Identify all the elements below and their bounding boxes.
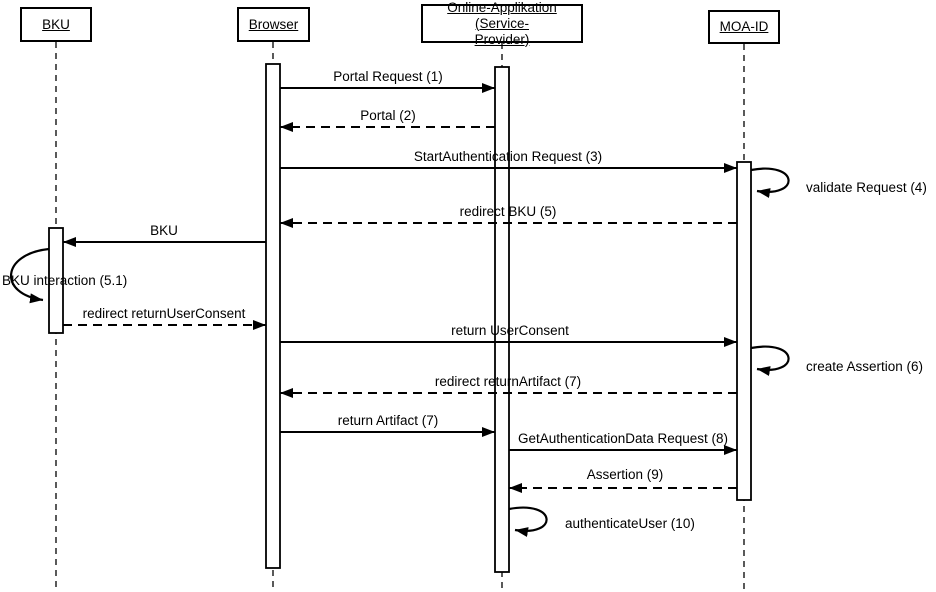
actor-label-bku: BKU bbox=[42, 16, 70, 32]
self-loops bbox=[10, 167, 790, 537]
actor-box-online-app: Online-Applikation (Service- Provider) bbox=[421, 0, 583, 47]
actor-label-online-app: Online-Applikation (Service- Provider) bbox=[447, 0, 557, 47]
activation-bar-online-app bbox=[494, 66, 510, 573]
loop-bku-interaction bbox=[10, 247, 50, 304]
message-label-bku: BKU bbox=[150, 223, 178, 238]
actor-label-browser: Browser bbox=[248, 16, 299, 32]
actor-box-moa-id: MOA-ID bbox=[708, 10, 780, 44]
message-label-assertion-return: Assertion (9) bbox=[586, 467, 664, 482]
message-label-return-userconsent: return UserConsent bbox=[451, 323, 569, 338]
activation-bar-bku bbox=[48, 227, 64, 334]
actor-box-browser: Browser bbox=[237, 7, 310, 42]
message-label-redirect-bku: redirect BKU (5) bbox=[459, 204, 557, 219]
message-label-getauthenticationdata: GetAuthenticationData Request (8) bbox=[517, 431, 729, 446]
message-label-validate-request: validate Request (4) bbox=[806, 180, 927, 195]
activation-bar-browser bbox=[265, 63, 281, 569]
message-label-redirect-returnuserconsent: redirect returnUserConsent bbox=[82, 306, 246, 321]
message-label-authenticateuser: authenticateUser (10) bbox=[565, 516, 695, 531]
message-label-return-artifact: return Artifact (7) bbox=[337, 413, 439, 428]
loop-validate-request bbox=[750, 167, 790, 198]
message-label-create-assertion: create Assertion (6) bbox=[806, 359, 924, 374]
message-label-portal-return: Portal (2) bbox=[360, 108, 416, 123]
message-label-bku-interaction: BKU interaction (5.1) bbox=[2, 273, 128, 288]
solid-arrows bbox=[63, 83, 737, 455]
activation-bar-moa-id bbox=[736, 161, 752, 501]
dashed-arrows bbox=[63, 122, 737, 493]
message-label-startauthentication: StartAuthentication Request (3) bbox=[413, 149, 603, 164]
actor-label-moa-id: MOA-ID bbox=[719, 19, 769, 34]
message-label-redirect-returnartifact: redirect returnArtifact (7) bbox=[434, 374, 582, 389]
loop-create-assertion bbox=[750, 345, 790, 376]
actor-box-bku: BKU bbox=[20, 7, 92, 42]
activation-bars bbox=[48, 63, 752, 573]
message-label-portal-request: Portal Request (1) bbox=[333, 69, 443, 84]
loop-authenticateuser bbox=[508, 506, 548, 537]
